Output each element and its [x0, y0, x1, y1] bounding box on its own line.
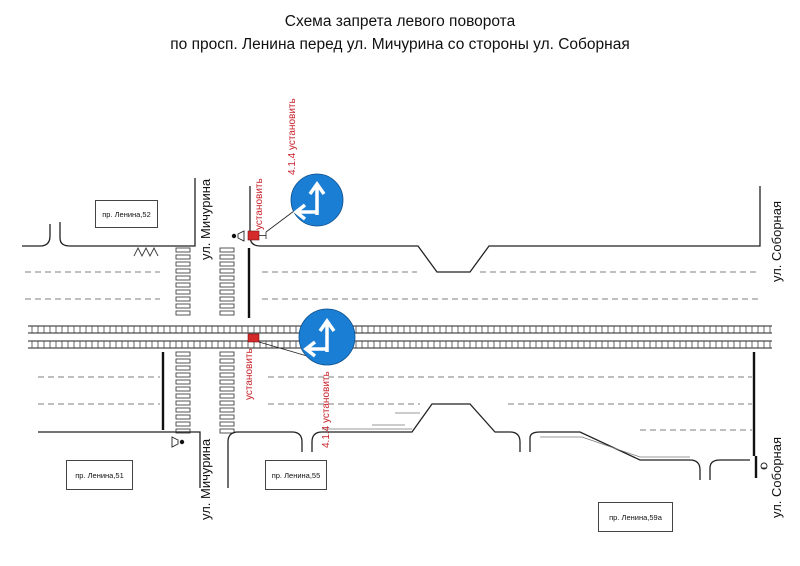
- title-line-1: Схема запрета левого поворота: [284, 13, 516, 30]
- traffic-light-icon: [171, 436, 185, 448]
- building-lenina-51: пр. Ленина,51: [66, 460, 133, 490]
- tram-ties: [31, 326, 771, 348]
- building-label: пр. Ленина,51: [75, 470, 124, 480]
- sign-install-note-south: 4.1.4 установить: [321, 371, 332, 448]
- installation-marker-icon: [247, 333, 260, 343]
- south-curb-inner: [322, 428, 690, 458]
- sign-straight-or-right-icon: [290, 173, 344, 227]
- building-lenina-59a: пр. Ленина,59а: [598, 502, 673, 532]
- leader-line-south: [258, 341, 315, 359]
- install-note-north: установить: [254, 178, 265, 230]
- street-label-michurina-south: ул. Мичурина: [198, 438, 213, 520]
- building-label: пр. Ленина,55: [271, 470, 321, 480]
- street-label-michurina-north: ул. Мичурина: [198, 178, 213, 260]
- zigzag-marking: [133, 246, 159, 258]
- building-label: пр. Ленина,52: [102, 209, 151, 219]
- north-lane-markings: [25, 271, 760, 300]
- building-lenina-52: пр. Ленина,52: [95, 200, 158, 228]
- building-label: пр. Ленина,59а: [609, 512, 662, 522]
- sign-install-note-north: 4.1.4 установить: [287, 98, 298, 175]
- pocket-markings: [372, 412, 420, 426]
- south-curb: [38, 403, 750, 488]
- street-label-sobornaya-south: ул. Соборная: [769, 437, 784, 518]
- south-lane-markings: [38, 376, 752, 431]
- pedestrian-crossings: [175, 247, 235, 434]
- building-lenina-55: пр. Ленина,55: [265, 460, 327, 490]
- street-label-sobornaya-north: ул. Соборная: [769, 201, 784, 282]
- title-line-2: по просп. Ленина перед ул. Мичурина со с…: [170, 36, 630, 53]
- installation-marker-icon: [247, 230, 267, 241]
- diagram-title: Схема запрета левого поворота по просп. …: [0, 10, 800, 56]
- sign-straight-or-right-icon: [298, 308, 356, 366]
- traffic-light-icon: [231, 230, 245, 242]
- install-note-south: установить: [244, 348, 255, 400]
- traffic-light-icon: [760, 462, 768, 470]
- leader-line-north: [265, 207, 299, 233]
- north-curb-west: [22, 178, 196, 247]
